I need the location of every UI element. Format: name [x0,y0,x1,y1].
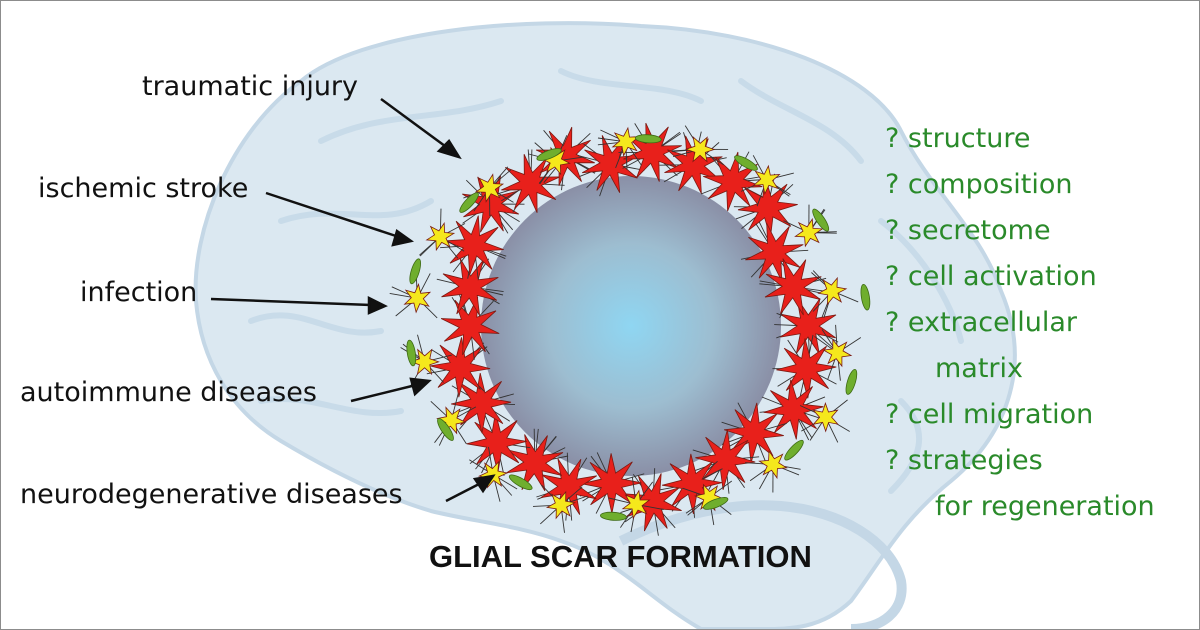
astrocyte [758,449,788,480]
reactive-astrocyte [623,122,682,182]
reactive-astrocyte [745,223,804,282]
spindle-cell [536,148,562,161]
spindle-cell [812,208,830,232]
question-composition: ? composition [885,169,1073,200]
spindle-cell [634,134,662,144]
question-structure: ? structure [885,123,1031,154]
spindle-cell [600,511,627,521]
arrow-neurodegenerative-diseases [445,474,496,503]
astrocyte [794,217,824,248]
spindle-cell [784,439,804,461]
glial-cells [389,122,871,536]
question-strategies: ? strategies [885,445,1043,476]
astrocyte [693,483,725,512]
reactive-astrocyte [462,175,520,233]
question-matrix: matrix [935,353,1024,384]
reactive-astrocyte [440,296,500,356]
reactive-astrocyte [737,177,798,238]
cause-label-ischemic-stroke: ischemic stroke [38,173,249,204]
arrow-infection [210,295,388,315]
spindle-cell [459,192,479,213]
cause-label-infection: infection [80,277,198,308]
spindle-cell [406,339,417,367]
astrocyte [684,136,716,163]
reactive-astrocyte [581,453,642,514]
diagram-title: GLIAL SCAR FORMATION [429,539,812,574]
reactive-astrocyte [703,151,763,212]
spindle-cell [845,369,858,395]
question-cell-activation: ? cell activation [885,261,1097,292]
astrocyte [812,401,839,433]
question-for-regeneration: for regeneration [935,491,1155,522]
astrocyte [425,222,456,252]
spindle-cell [734,155,758,171]
reactive-astrocyte [506,434,564,492]
question-extracellular: ? extracellular [885,307,1077,338]
astrocyte [474,173,505,203]
astrocyte [822,338,853,368]
spindle-cell [508,474,533,491]
reactive-astrocyte [535,126,595,186]
question-cell-migration: ? cell migration [885,399,1094,430]
spindle-cell [703,497,729,510]
reactive-astrocyte [451,373,512,434]
reactive-astrocyte [764,258,822,316]
question-secretome: ? secretome [885,215,1051,246]
reactive-astrocyte [723,402,784,463]
reactive-astrocyte [441,258,499,316]
astrocyte [409,348,440,376]
astrocyte [436,406,467,435]
cause-label-traumatic-injury: traumatic injury [142,71,359,102]
astrocyte [545,490,577,520]
astrocyte [817,276,848,306]
arrow-autoimmune-diseases [350,377,432,403]
astrocyte [403,283,432,314]
spindle-cell [860,283,871,311]
astrocyte [477,460,509,489]
reactive-astrocyte [664,135,723,194]
arrow-ischemic-stroke [265,191,415,247]
cause-arrows [210,97,496,503]
lesion-core [481,176,781,476]
reactive-astrocyte [444,215,504,276]
spindle-cell [437,418,454,441]
reactive-astrocyte [430,337,491,398]
astrocyte [621,489,651,520]
spindle-cell [409,258,421,285]
arrow-traumatic-injury [380,97,462,160]
cause-label-neurodegenerative-diseases: neurodegenerative diseases [20,479,403,510]
astrocyte [752,164,781,196]
cause-label-autoimmune-diseases: autoimmune diseases [20,377,317,408]
